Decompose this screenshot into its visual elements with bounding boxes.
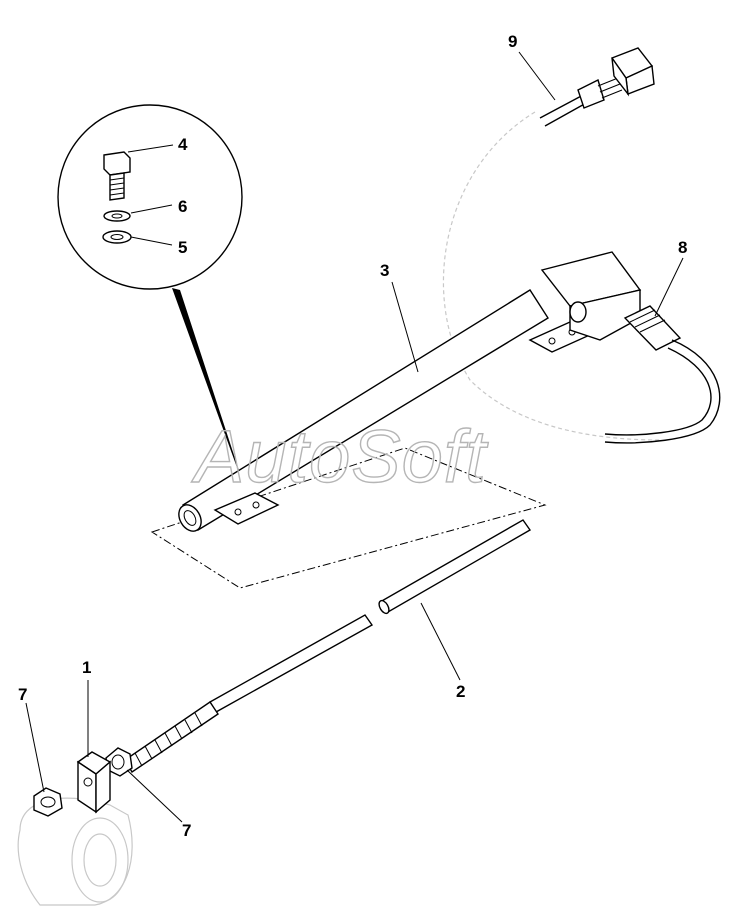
callout-6: 6	[178, 197, 187, 216]
callout-3: 3	[380, 261, 389, 280]
callout-2: 2	[456, 682, 465, 701]
callout-4: 4	[178, 135, 188, 154]
lock-washer-icon	[103, 210, 131, 222]
loose-nut-icon	[33, 787, 63, 817]
callout-8: 8	[678, 238, 687, 257]
harness	[539, 47, 655, 127]
callout-9: 9	[508, 32, 517, 51]
callout-7-bottom: 7	[182, 821, 191, 840]
detail-inset	[57, 104, 248, 498]
bolt-icon	[103, 151, 131, 201]
mounting-plane	[150, 447, 547, 589]
watermark: AutoSoft	[191, 415, 489, 498]
leader-lines	[25, 51, 684, 823]
callout-5: 5	[178, 238, 187, 257]
callout-1: 1	[82, 658, 91, 677]
sensor	[604, 305, 721, 444]
flat-washer-icon	[102, 230, 132, 244]
rod	[124, 519, 532, 773]
callout-7-left: 7	[18, 685, 27, 704]
connector-icon	[610, 47, 655, 97]
bracket-tube	[178, 251, 642, 532]
ghost-hub	[17, 797, 133, 906]
block	[76, 751, 112, 814]
